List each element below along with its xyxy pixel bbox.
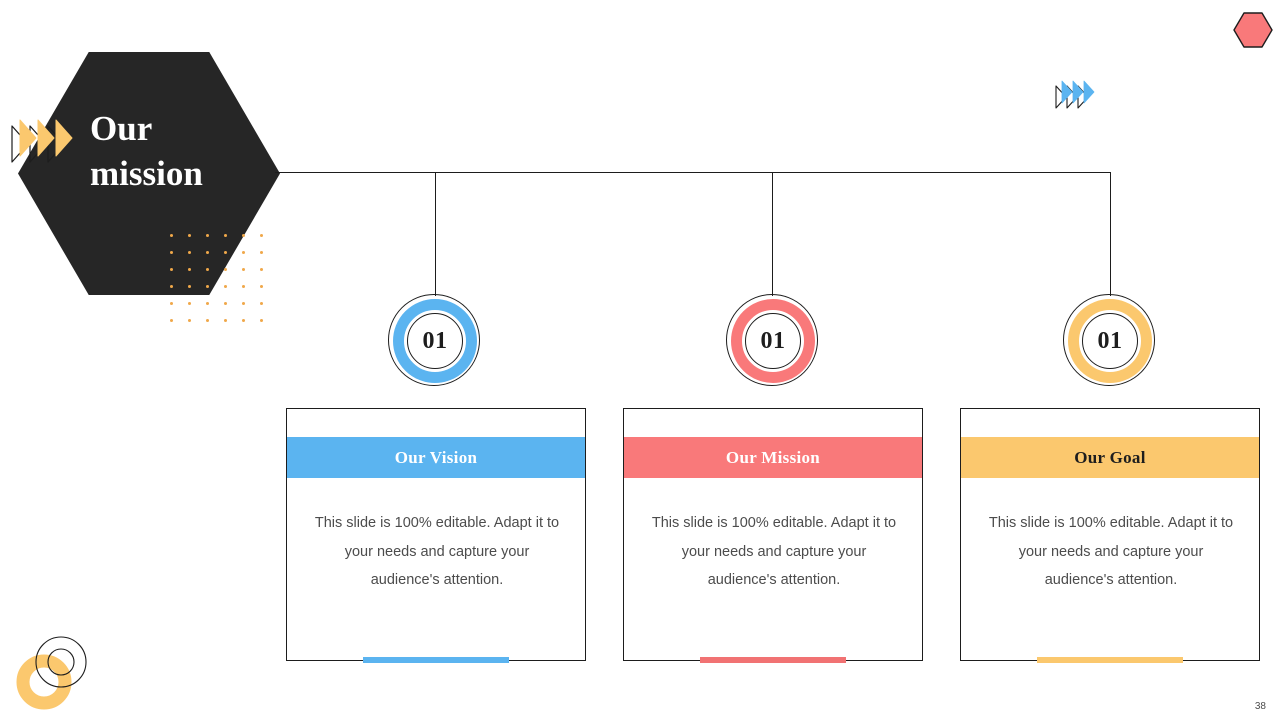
connector-line-horizontal	[275, 172, 1111, 173]
dot	[188, 319, 191, 322]
badge-number: 01	[1097, 327, 1123, 354]
hexagon-coral-decoration	[1231, 8, 1275, 52]
card-heading: Our Mission	[624, 437, 922, 478]
dot	[224, 268, 227, 271]
number-badge-1: 01	[388, 294, 482, 388]
dot	[224, 285, 227, 288]
dot	[188, 251, 191, 254]
dot	[242, 285, 245, 288]
chevron-right-triple-orange-icon	[10, 116, 88, 168]
dot	[188, 302, 191, 305]
badge-number: 01	[422, 327, 448, 354]
concentric-rings-decoration	[14, 626, 100, 712]
dot	[260, 268, 263, 271]
dot	[224, 251, 227, 254]
dot	[170, 302, 173, 305]
badge-inner-ring	[745, 313, 801, 369]
dot	[206, 319, 209, 322]
card-accent-bar	[1037, 657, 1183, 663]
dot	[170, 285, 173, 288]
connector-line-vertical-1	[435, 172, 436, 296]
dot	[206, 251, 209, 254]
dot-grid-decoration	[170, 234, 263, 322]
badge-color-ring	[731, 299, 815, 383]
badge-number: 01	[760, 327, 786, 354]
dot	[170, 319, 173, 322]
card-body-text: This slide is 100% editable. Adapt it to…	[314, 515, 560, 588]
badge-inner-ring	[407, 313, 463, 369]
page-title: Our mission	[90, 106, 290, 196]
badge-outer-ring	[388, 294, 480, 386]
connector-line-vertical-2	[772, 172, 773, 296]
dot	[242, 234, 245, 237]
dot	[188, 285, 191, 288]
page-title-line-1: Our	[90, 109, 153, 148]
dot	[260, 234, 263, 237]
dot	[206, 285, 209, 288]
card-heading: Our Vision	[287, 437, 585, 478]
dot	[224, 319, 227, 322]
connector-line-vertical-3	[1110, 172, 1111, 296]
dot	[206, 302, 209, 305]
dot	[224, 302, 227, 305]
dot	[260, 285, 263, 288]
badge-outer-ring	[1063, 294, 1155, 386]
dot	[170, 268, 173, 271]
badge-inner-ring	[1082, 313, 1138, 369]
number-badge-2: 01	[726, 294, 820, 388]
badge-outer-ring	[726, 294, 818, 386]
dot	[242, 319, 245, 322]
card-body-text: This slide is 100% editable. Adapt it to…	[651, 515, 897, 588]
dot	[242, 302, 245, 305]
dot	[242, 251, 245, 254]
dot	[188, 234, 191, 237]
card-accent-bar	[363, 657, 509, 663]
number-badge-3: 01	[1063, 294, 1157, 388]
dot	[224, 234, 227, 237]
dot	[188, 268, 191, 271]
card-heading: Our Goal	[961, 437, 1259, 478]
card-accent-bar	[700, 657, 846, 663]
page-number: 38	[1254, 701, 1266, 712]
page-title-line-2: mission	[90, 154, 203, 193]
dot	[170, 251, 173, 254]
chevron-right-triple-blue-icon	[1054, 78, 1104, 111]
badge-color-ring	[393, 299, 477, 383]
dot	[242, 268, 245, 271]
content-card-goal: Our Goal This slide is 100% editable. Ad…	[960, 408, 1260, 663]
content-card-mission: Our Mission This slide is 100% editable.…	[623, 408, 923, 663]
dot	[170, 234, 173, 237]
dot	[260, 319, 263, 322]
dot	[260, 251, 263, 254]
dot	[206, 268, 209, 271]
card-body-text: This slide is 100% editable. Adapt it to…	[988, 515, 1234, 588]
dot	[260, 302, 263, 305]
content-card-vision: Our Vision This slide is 100% editable. …	[286, 408, 586, 663]
badge-color-ring	[1068, 299, 1152, 383]
dot	[206, 234, 209, 237]
